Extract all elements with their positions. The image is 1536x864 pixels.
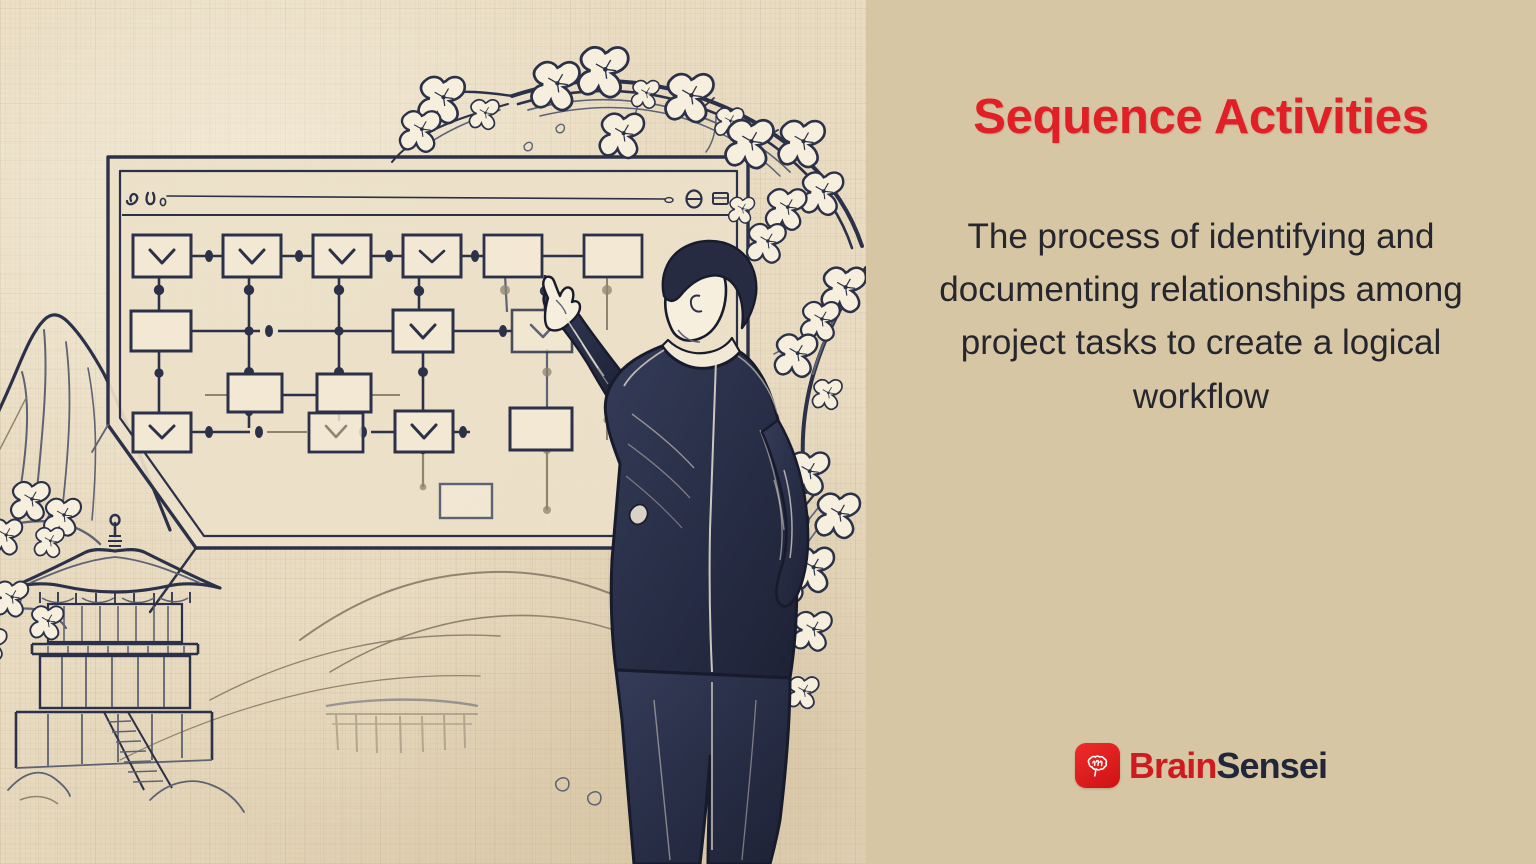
body-description: The process of identifying and documenti…	[939, 216, 1463, 416]
logo-wordmark: BrainSensei	[1128, 744, 1328, 786]
illustration-panel	[0, 0, 866, 864]
flowchart	[129, 233, 644, 520]
flow-node	[315, 372, 373, 414]
brain-icon	[1074, 743, 1120, 788]
flow-node	[401, 233, 463, 279]
landmarks-layer	[7, 513, 479, 813]
dot-scribble-mark	[159, 197, 167, 207]
curve-scribble-mark	[145, 191, 156, 206]
rectangle-icon	[712, 192, 729, 205]
suit-jacket	[603, 344, 810, 680]
cherry-blossom-branch-left	[0, 480, 102, 662]
flow-node	[311, 233, 373, 279]
head	[661, 239, 758, 343]
bridge-icon	[325, 698, 479, 754]
page-title: Sequence Activities	[973, 90, 1429, 144]
flow-node	[508, 406, 574, 452]
board-inner-frame	[118, 169, 739, 538]
flow-node	[131, 233, 193, 279]
logo-word-brain: Brain	[1128, 744, 1217, 786]
brainsensei-logo[interactable]: BrainSensei	[866, 743, 1536, 788]
board-outer-frame	[106, 155, 750, 550]
circle-icon	[685, 189, 703, 209]
flow-junctions-faded	[419, 285, 612, 514]
trousers	[614, 668, 792, 864]
flow-node	[131, 411, 193, 454]
businessman	[542, 239, 810, 864]
cherry-blossom-branch-top	[391, 45, 864, 264]
flow-node	[438, 482, 494, 520]
flow-node	[391, 308, 455, 354]
flow-node	[482, 233, 544, 279]
content-panel: Sequence Activities The process of ident…	[866, 0, 1536, 864]
flow-node	[226, 372, 284, 414]
logo-word-sensei: Sensei	[1216, 744, 1328, 786]
flow-node	[582, 233, 644, 279]
pen-scribble-mark	[125, 192, 139, 206]
pointing-arm	[542, 275, 622, 406]
flow-node	[307, 411, 365, 454]
board-toolbar	[122, 189, 735, 216]
flow-node	[393, 409, 455, 454]
flow-node	[129, 309, 193, 353]
flow-node	[221, 233, 283, 279]
whiteboard[interactable]	[0, 0, 866, 864]
pagoda-icon	[7, 513, 245, 813]
